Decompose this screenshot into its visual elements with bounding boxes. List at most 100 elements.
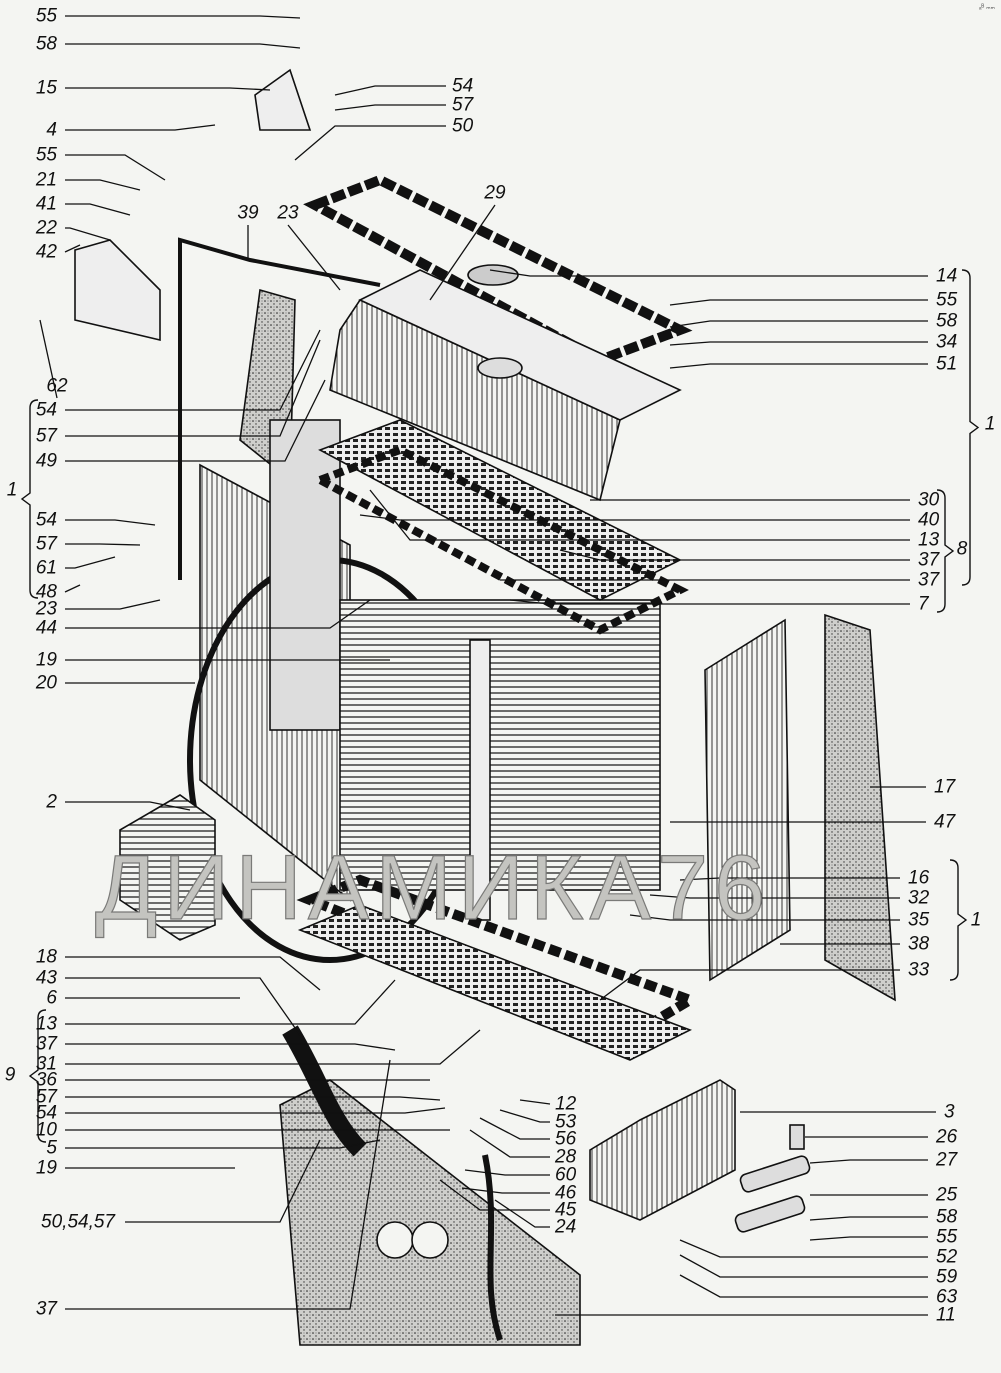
leader-line bbox=[359, 514, 910, 521]
callout-label: 4 bbox=[46, 119, 57, 141]
callout-label: 54 bbox=[35, 1102, 57, 1124]
leader-line bbox=[294, 125, 446, 161]
leader-line bbox=[679, 877, 900, 881]
callout-label: 48 bbox=[35, 581, 57, 603]
leader-line bbox=[469, 1129, 550, 1158]
leader-line bbox=[65, 1096, 441, 1101]
top-tank bbox=[329, 298, 621, 502]
callout-label: 13 bbox=[35, 1013, 57, 1035]
callout-label: 62 bbox=[46, 375, 68, 397]
callout-label: 41 bbox=[35, 193, 57, 215]
callout-label: 26 bbox=[936, 1126, 958, 1148]
leader-line bbox=[809, 1236, 928, 1241]
callout-label: 16 bbox=[908, 867, 930, 889]
side-frame bbox=[704, 618, 791, 982]
leader-line bbox=[65, 1107, 446, 1114]
callout-label: 15 bbox=[35, 77, 57, 99]
callout-label: 55 bbox=[936, 1226, 958, 1248]
callout-label: 31 bbox=[35, 1053, 57, 1075]
leader-line bbox=[439, 1179, 550, 1211]
callout-label: 54 bbox=[452, 75, 474, 97]
leader-line bbox=[39, 319, 58, 399]
leader-line bbox=[65, 87, 271, 91]
callout-label: 55 bbox=[35, 5, 57, 27]
callout-label: 50 bbox=[452, 115, 474, 137]
leader-line bbox=[65, 179, 141, 191]
leader-line bbox=[65, 1059, 391, 1310]
callout-label: 5 bbox=[46, 1137, 57, 1159]
leader-line bbox=[669, 341, 928, 346]
leader-line bbox=[669, 299, 928, 306]
leader-line bbox=[65, 556, 116, 569]
callout-label: 43 bbox=[35, 967, 57, 989]
callout-label: 2 bbox=[46, 791, 57, 813]
bushing bbox=[789, 1124, 805, 1150]
side-panel-right bbox=[824, 613, 896, 1002]
leader-line bbox=[334, 85, 446, 96]
leader-line bbox=[809, 1216, 928, 1221]
group-label-1-right-top: 1 bbox=[984, 413, 996, 435]
strip bbox=[734, 1195, 806, 1233]
radiator-side-plate bbox=[269, 419, 341, 731]
callout-label: 10 bbox=[35, 1119, 57, 1141]
strip bbox=[739, 1155, 811, 1193]
callout-label: 49 bbox=[35, 450, 57, 472]
leader-line bbox=[65, 979, 396, 1025]
callout-label: 30 bbox=[918, 489, 940, 511]
leader-line bbox=[65, 1043, 396, 1051]
callout-label: 56 bbox=[555, 1128, 577, 1150]
parts bbox=[74, 68, 896, 1346]
leader-line bbox=[494, 1199, 550, 1228]
leader-line bbox=[287, 224, 341, 291]
oil-cooler bbox=[119, 794, 216, 941]
callout-label: 37 bbox=[35, 1298, 57, 1320]
leader-line bbox=[65, 956, 321, 991]
leader-line bbox=[649, 894, 900, 899]
callout-label: 29 bbox=[484, 182, 506, 204]
callout-label: 55 bbox=[35, 144, 57, 166]
callout-label: 40 bbox=[918, 509, 940, 531]
callout-label: 52 bbox=[936, 1246, 958, 1268]
callout-label: 39 bbox=[237, 202, 259, 224]
callout-label: 46 bbox=[555, 1182, 577, 1204]
callout-label: 59 bbox=[936, 1266, 958, 1288]
callout-label: 57 bbox=[35, 1086, 57, 1108]
callout-label: 11 bbox=[936, 1304, 956, 1326]
leader-line bbox=[65, 329, 321, 411]
group-brace bbox=[961, 269, 980, 586]
callout-label: 23 bbox=[35, 598, 57, 620]
group-label-8: 8 bbox=[956, 538, 968, 560]
leader-line bbox=[65, 379, 326, 462]
fan-mount-bracket bbox=[74, 239, 161, 342]
group-label-9: 9 bbox=[4, 1064, 16, 1086]
callout-label: 3 bbox=[944, 1101, 955, 1123]
leader-line bbox=[65, 543, 141, 546]
bottom-panel bbox=[279, 1079, 581, 1346]
group-brace bbox=[949, 859, 968, 981]
callout-label: 6 bbox=[46, 987, 57, 1009]
leader-line bbox=[559, 549, 910, 561]
callout-label: 51 bbox=[936, 353, 958, 375]
callout-label: 33 bbox=[908, 959, 930, 981]
leader-line bbox=[65, 519, 156, 526]
callout-label: 50,54,57 bbox=[41, 1211, 115, 1233]
callout-label: 58 bbox=[936, 1206, 958, 1228]
callout-label: 24 bbox=[555, 1216, 577, 1238]
callout-label: 14 bbox=[936, 265, 958, 287]
mount-bracket-15 bbox=[254, 68, 312, 131]
leader-line bbox=[679, 1254, 928, 1278]
leader-line bbox=[64, 244, 81, 253]
callout-label: 25 bbox=[936, 1184, 958, 1206]
leader-line bbox=[65, 1029, 481, 1065]
callout-label: 19 bbox=[35, 1157, 57, 1179]
leader-line bbox=[519, 1099, 551, 1105]
callout-label: 55 bbox=[936, 289, 958, 311]
leader-line bbox=[65, 227, 111, 241]
leader-line bbox=[629, 914, 900, 921]
callout-label: 47 bbox=[934, 811, 956, 833]
leader-line bbox=[669, 320, 928, 328]
group-brace bbox=[936, 489, 955, 613]
callout-label: 21 bbox=[35, 169, 57, 191]
leader-line bbox=[65, 124, 216, 131]
callout-label: 60 bbox=[555, 1164, 577, 1186]
